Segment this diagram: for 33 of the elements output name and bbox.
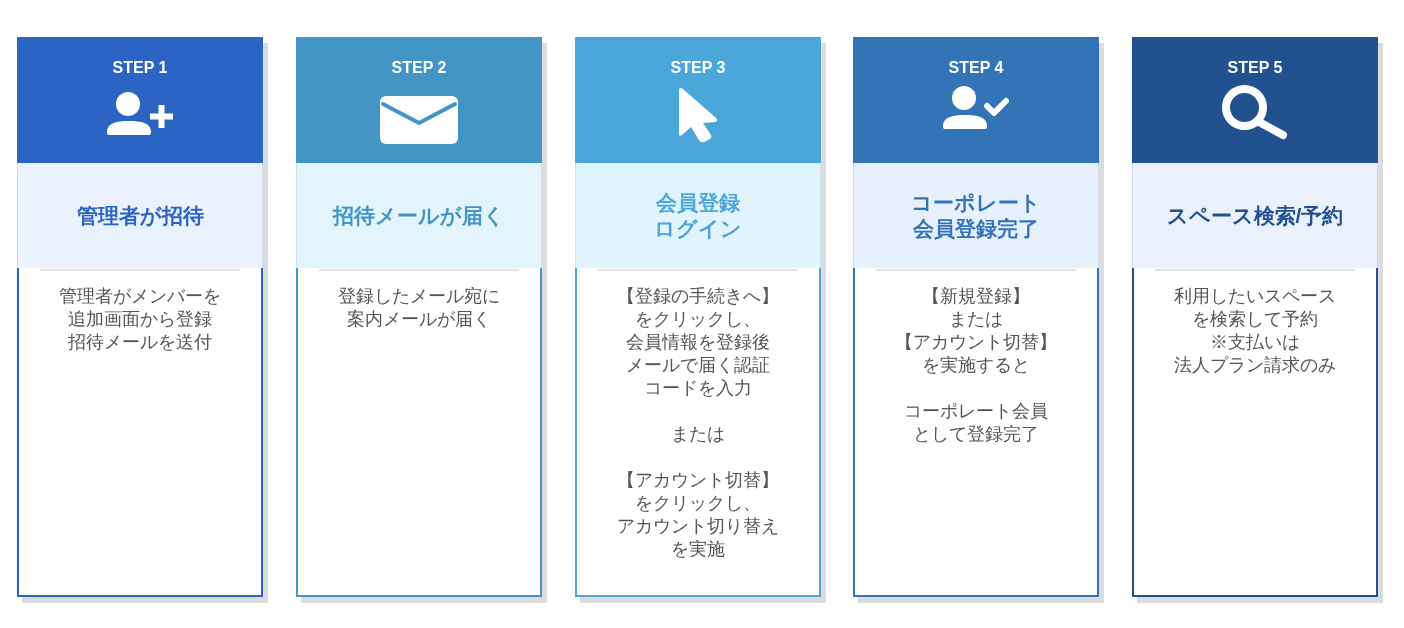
step-header [296, 37, 542, 163]
step-title: 会員登録ログイン [654, 189, 742, 242]
step-description: 【登録の手続きへ】をクリックし、会員情報を登録後メールで届く認証コードを入力 [617, 285, 779, 400]
step-title: 管理者が招待 [76, 202, 204, 229]
step-description: 登録したメール宛に案内メールが届く [338, 285, 500, 331]
step-number: STEP 3 [670, 58, 726, 78]
step-title: コーポレート会員登録完了 [911, 189, 1041, 242]
step-title: スペース検索/予約 [1166, 202, 1344, 229]
step-card [853, 37, 1104, 603]
title-band [853, 163, 1099, 268]
step-card [17, 37, 268, 603]
step-title: 招待メールが届く [333, 202, 505, 229]
step-header [17, 37, 263, 163]
step-header [1132, 37, 1378, 163]
step-card [296, 37, 547, 603]
title-band [296, 163, 542, 268]
step-card [1132, 37, 1383, 603]
title-band [1132, 163, 1378, 268]
title-band [575, 163, 821, 268]
step-number: STEP 4 [948, 58, 1004, 78]
step-description: 管理者がメンバーを追加画面から登録招待メールを送付 [59, 285, 221, 354]
step-number: STEP 2 [391, 58, 447, 78]
step-description: または [671, 423, 725, 446]
step-number: STEP 5 [1227, 58, 1283, 78]
step-description: 【アカウント切替】をクリックし、アカウント切り替えを実施 [617, 469, 779, 561]
step-description: コーポレート会員として登録完了 [904, 400, 1048, 446]
step-header [575, 37, 821, 163]
step-header [853, 37, 1099, 163]
step-card [575, 37, 826, 603]
step-number: STEP 1 [112, 58, 168, 78]
step-description: 利用したいスペースを検索して予約※支払いは法人プラン請求のみ [1174, 285, 1336, 377]
title-band [17, 163, 263, 268]
step-description: 【新規登録】または【アカウント切替】を実施すると [895, 285, 1057, 377]
